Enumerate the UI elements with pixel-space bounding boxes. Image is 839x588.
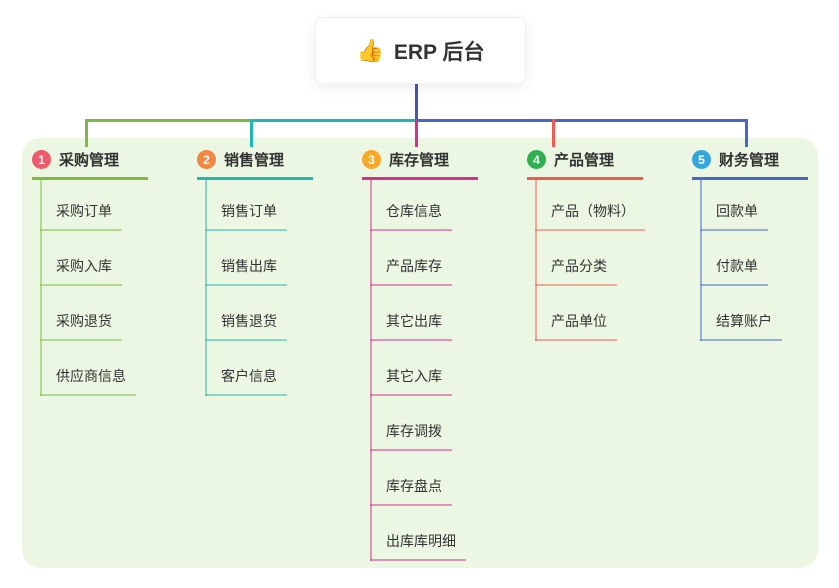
root-node[interactable]: 👍 ERP 后台 bbox=[315, 17, 526, 84]
drop-line-3 bbox=[415, 119, 418, 147]
child-node[interactable]: 销售订单 bbox=[205, 203, 287, 231]
child-node[interactable]: 销售退货 bbox=[205, 313, 287, 341]
branch-badge: 4 bbox=[527, 150, 546, 169]
child-node[interactable]: 客户信息 bbox=[205, 368, 287, 396]
thumbs-up-icon: 👍 bbox=[356, 37, 384, 63]
child-node[interactable]: 库存调拨 bbox=[370, 423, 452, 451]
child-node[interactable]: 出库库明细 bbox=[370, 533, 466, 561]
child-node[interactable]: 产品库存 bbox=[370, 258, 452, 286]
drop-line-4 bbox=[552, 119, 555, 147]
child-node[interactable]: 产品分类 bbox=[535, 258, 617, 286]
children-trunk-line bbox=[205, 178, 207, 396]
drop-line-5 bbox=[745, 119, 748, 147]
branch-label: 库存管理 bbox=[389, 152, 450, 169]
child-node[interactable]: 采购退货 bbox=[40, 313, 122, 341]
child-node[interactable]: 销售出库 bbox=[205, 258, 287, 286]
branch-badge: 3 bbox=[362, 150, 381, 169]
child-node[interactable]: 采购入库 bbox=[40, 258, 122, 286]
child-node[interactable]: 仓库信息 bbox=[370, 203, 452, 231]
branch-badge: 2 bbox=[197, 150, 216, 169]
bus-line-sales bbox=[250, 119, 416, 122]
children-trunk-line bbox=[370, 178, 372, 561]
branches-panel bbox=[22, 138, 818, 568]
branch-label: 财务管理 bbox=[719, 152, 780, 169]
child-node[interactable]: 其它入库 bbox=[370, 368, 452, 396]
child-node[interactable]: 库存盘点 bbox=[370, 478, 452, 506]
child-node[interactable]: 其它出库 bbox=[370, 313, 452, 341]
branch-label: 销售管理 bbox=[224, 152, 285, 169]
branch-header-4[interactable]: 4 产品管理 bbox=[527, 149, 643, 180]
branch-header-2[interactable]: 2 销售管理 bbox=[197, 149, 313, 180]
root-title: ERP 后台 bbox=[393, 40, 485, 64]
bus-line-finance bbox=[415, 119, 748, 122]
child-node[interactable]: 供应商信息 bbox=[40, 368, 136, 396]
child-node[interactable]: 付款单 bbox=[700, 258, 768, 286]
drop-line-1 bbox=[85, 119, 88, 147]
branch-header-5[interactable]: 5 财务管理 bbox=[692, 149, 808, 180]
drop-line-2 bbox=[250, 119, 253, 147]
child-node[interactable]: 采购订单 bbox=[40, 203, 122, 231]
branch-header-3[interactable]: 3 库存管理 bbox=[362, 149, 478, 180]
child-node[interactable]: 产品单位 bbox=[535, 313, 617, 341]
child-node[interactable]: 产品（物料） bbox=[535, 203, 645, 231]
branch-label: 采购管理 bbox=[59, 152, 120, 169]
child-node[interactable]: 结算账户 bbox=[700, 313, 782, 341]
branch-label: 产品管理 bbox=[554, 152, 615, 169]
branch-badge: 5 bbox=[692, 150, 711, 169]
branch-header-1[interactable]: 1 采购管理 bbox=[32, 149, 148, 180]
children-trunk-line bbox=[40, 178, 42, 396]
branch-badge: 1 bbox=[32, 150, 51, 169]
children-trunk-line bbox=[535, 178, 537, 341]
children-trunk-line bbox=[700, 178, 702, 341]
bus-line-purchase bbox=[85, 119, 253, 122]
root-stem-line bbox=[415, 82, 418, 122]
child-node[interactable]: 回款单 bbox=[700, 203, 768, 231]
